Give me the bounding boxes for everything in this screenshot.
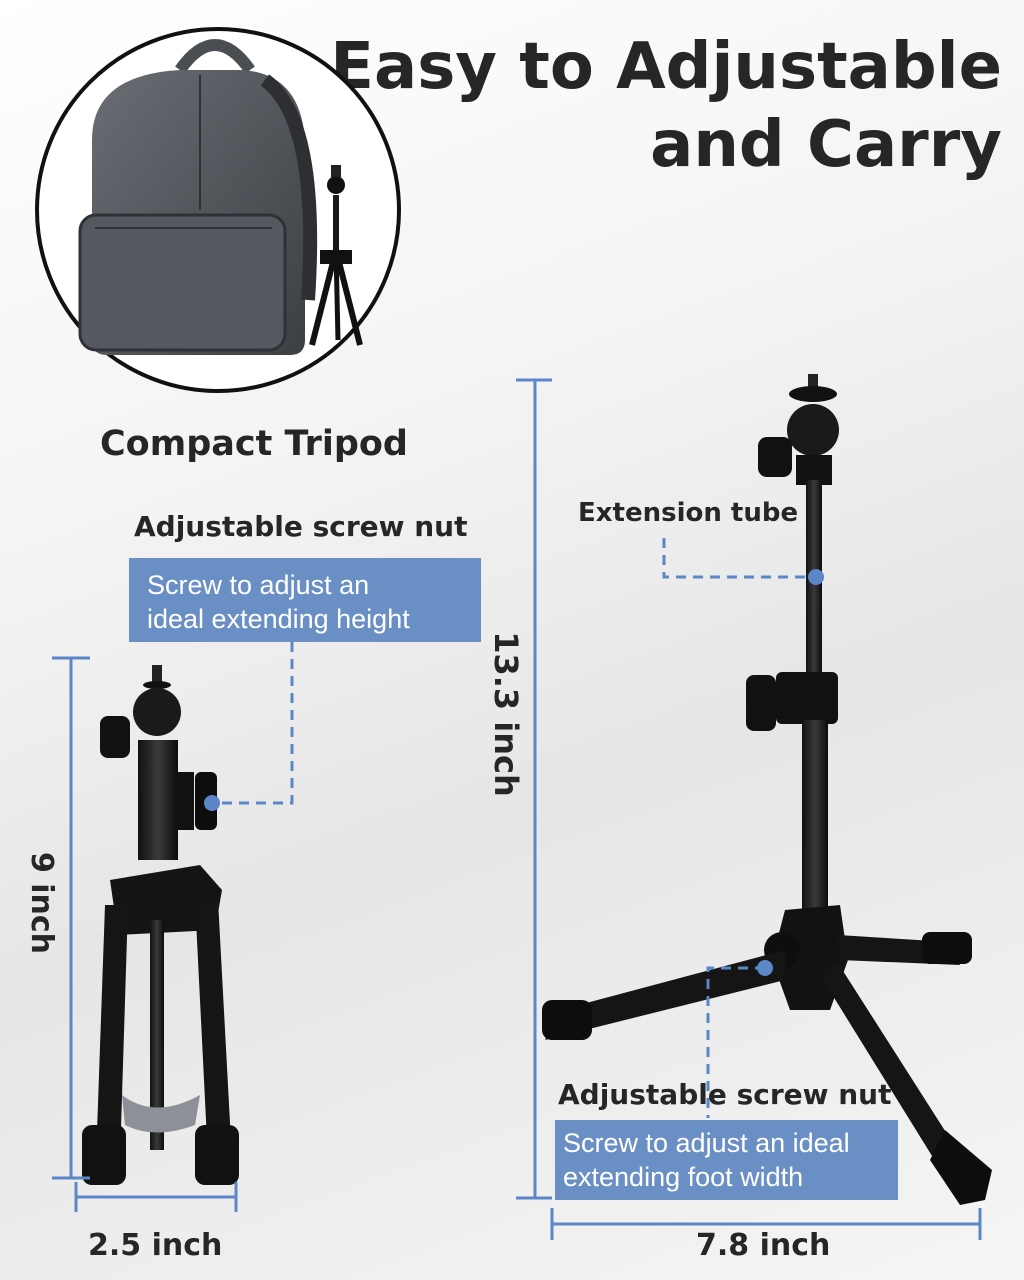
height-folded-label: 9 inch: [24, 851, 59, 955]
right-callout-line-1: Screw to adjust an ideal: [563, 1128, 850, 1158]
extended-tripod-image: [542, 374, 992, 1205]
compact-tripod-label: Compact Tripod: [100, 424, 408, 464]
pointer-lines: [212, 538, 816, 1118]
width-folded-label: 2.5 inch: [88, 1228, 223, 1263]
width-extended-label: 7.8 inch: [696, 1228, 831, 1263]
headline-line-2: and Carry: [650, 108, 1002, 182]
left-callout-line-1: Screw to adjust an: [147, 570, 370, 600]
right-callout-heading: Adjustable screw nut: [558, 1078, 892, 1111]
backpack-image: [78, 39, 318, 355]
right-callout-box: Screw to adjust an ideal extending foot …: [555, 1120, 898, 1200]
headline: Easy to Adjustable and Carry: [330, 28, 1002, 184]
left-callout-box: Screw to adjust an ideal extending heigh…: [129, 558, 481, 642]
height-extended-label: 13.3 inch: [487, 631, 525, 797]
compact-tripod-circle: [35, 27, 401, 393]
pointer-dots: [204, 569, 824, 976]
right-callout-line-2: extending foot width: [563, 1162, 804, 1192]
dimension-lines: [52, 378, 982, 1240]
mini-tripod-image: [309, 165, 363, 346]
headline-line-1: Easy to Adjustable: [330, 30, 1002, 104]
folded-tripod-image: [82, 665, 239, 1185]
left-callout-line-2: ideal extending height: [147, 604, 410, 634]
left-callout-heading: Adjustable screw nut: [134, 510, 468, 543]
extension-tube-label: Extension tube: [578, 498, 799, 528]
